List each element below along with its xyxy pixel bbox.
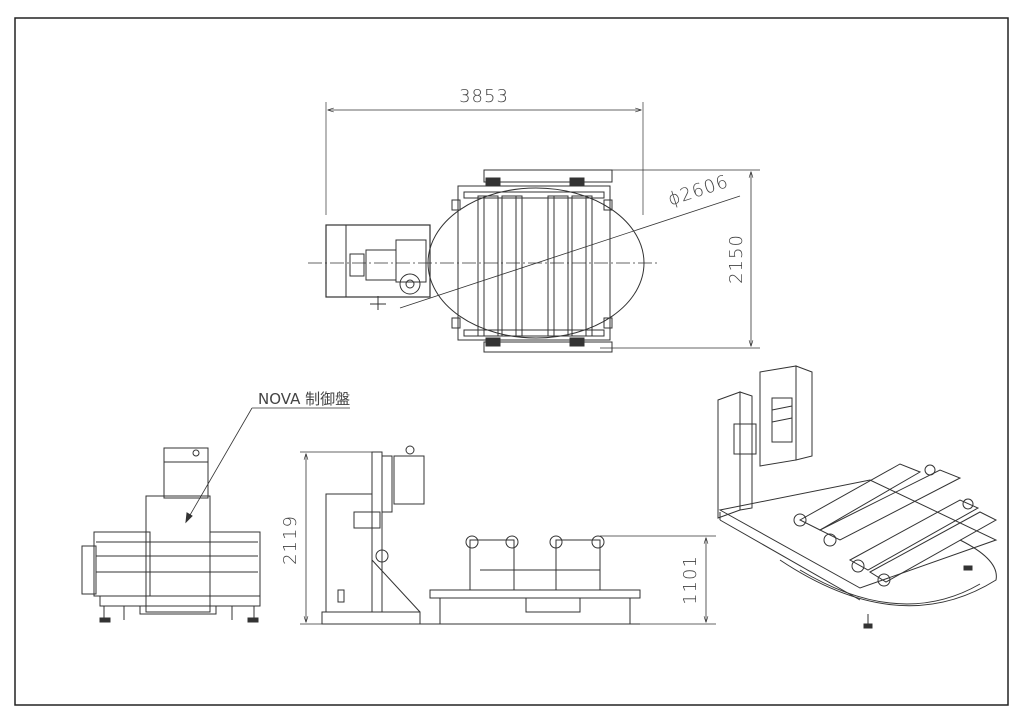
isometric-view [717,365,998,629]
top-view [308,102,760,353]
dimension-overall-width: 2150 [726,234,747,284]
side-view [300,445,716,625]
end-view [81,407,350,623]
dimension-overall-length: 3853 [459,86,509,107]
dimension-roller-height: 1101 [680,555,701,605]
dimension-table-diameter: ϕ2606 [665,171,731,210]
drawing-frame [14,17,1009,706]
control-panel-label: NOVA 制御盤 [258,390,350,408]
dimension-overall-height: 2119 [280,515,301,565]
